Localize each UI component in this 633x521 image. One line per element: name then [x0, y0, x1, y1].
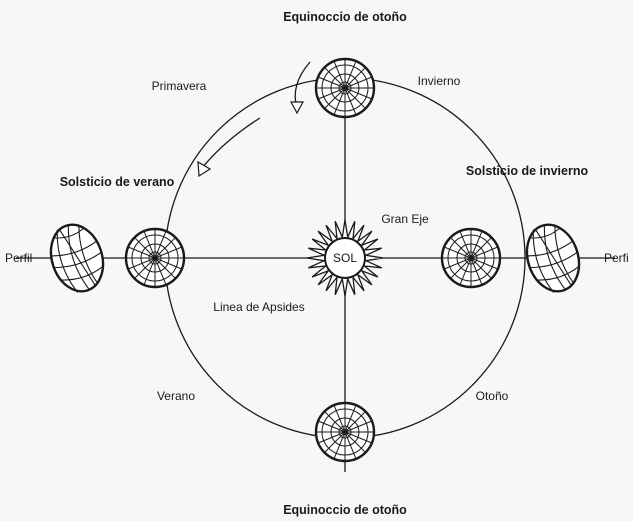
autumn-label: Otoño [476, 389, 509, 403]
major-axis-label: Gran Eje [381, 212, 429, 226]
top-equinox-label: Equinoccio de otoño [283, 10, 407, 24]
spring-label: Primavera [152, 79, 207, 93]
profile-left-label: Perfil [5, 251, 32, 265]
orbit-direction-arrow-icon [202, 118, 260, 168]
earth-left-globe-icon [126, 229, 184, 287]
profile-right-label: Perfi [604, 251, 629, 265]
profile-left-globe-icon [43, 218, 112, 298]
earth-right-globe-icon [442, 229, 500, 287]
winter-label: Invierno [418, 74, 461, 88]
sun-label: SOL [333, 251, 357, 265]
bottom-equinox-label: Equinoccio de otoño [283, 503, 407, 517]
rotation-arrowhead-icon [291, 102, 303, 113]
earth-bottom-globe-icon [316, 403, 374, 461]
winter-solstice-label: Solsticio de invierno [466, 164, 589, 178]
summer-solstice-label: Solsticio de verano [60, 175, 175, 189]
rotation-arrow-icon [295, 62, 310, 108]
earth-top-globe-icon [316, 59, 374, 117]
orbit-direction-arrowhead-icon [198, 162, 210, 176]
apsides-line-label: Linea de Apsides [213, 300, 304, 314]
summer-label: Verano [157, 389, 195, 403]
profile-right-globe-icon [519, 218, 588, 298]
